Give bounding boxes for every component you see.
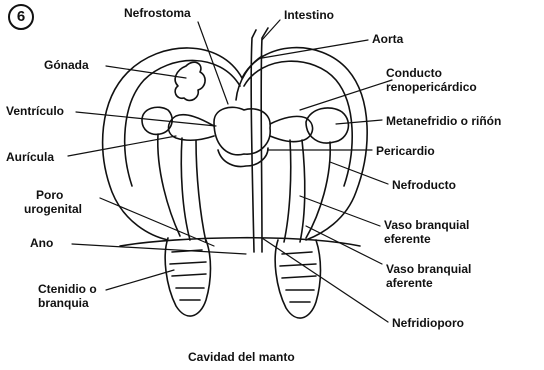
leader-conducto xyxy=(300,80,392,110)
gill-left-rib1 xyxy=(170,250,206,300)
label-nefroducto: Nefroducto xyxy=(392,178,456,192)
label-nefridioporo: Nefridioporo xyxy=(392,316,464,330)
label-vaso-eferente-1: Vaso branquial xyxy=(384,218,469,232)
vessel-right-b xyxy=(300,140,305,242)
label-cavidad-del-manto: Cavidad del manto xyxy=(188,350,295,364)
leader-nefridioporo xyxy=(262,238,388,322)
label-poro-1: Poro xyxy=(36,188,63,202)
label-intestino: Intestino xyxy=(284,8,334,22)
label-vaso-aferente-1: Vaso branquial xyxy=(386,262,471,276)
vessel-right-a xyxy=(284,140,291,242)
leader-poro xyxy=(100,198,214,246)
label-ano: Ano xyxy=(30,236,53,250)
nephroduct-left xyxy=(158,134,180,236)
leader-vaso-eferente xyxy=(300,196,380,226)
leader-metanefridio xyxy=(336,120,382,124)
label-aorta: Aorta xyxy=(372,32,403,46)
leader-ano xyxy=(72,244,246,254)
label-conducto-2: renopericárdico xyxy=(386,80,477,94)
label-pericardio: Pericardio xyxy=(376,144,435,158)
mantle-floor xyxy=(120,238,360,246)
leader-intestino xyxy=(262,20,280,40)
leader-aorta xyxy=(262,40,368,58)
label-gonada: Gónada xyxy=(44,58,89,72)
label-auricula: Aurícula xyxy=(6,150,54,164)
nephroduct-right xyxy=(306,142,330,238)
outer-outline xyxy=(103,48,242,240)
label-ctenidio-1: Ctenidio o xyxy=(38,282,97,296)
label-vaso-eferente-2: eferente xyxy=(384,232,431,246)
intestine xyxy=(251,28,268,252)
label-poro-2: urogenital xyxy=(24,202,82,216)
label-metanefridio: Metanefridio o riñón xyxy=(386,114,501,128)
gill-right-rib1 xyxy=(280,252,316,302)
label-vaso-aferente-2: aferente xyxy=(386,276,433,290)
label-ventriculo: Ventrículo xyxy=(6,104,64,118)
gonad-shape xyxy=(175,62,205,100)
label-ctenidio-2: branquia xyxy=(38,296,89,310)
label-nefrostoma: Nefrostoma xyxy=(124,6,191,20)
label-conducto-1: Conducto xyxy=(386,66,442,80)
figure-number-badge: 6 xyxy=(8,4,34,30)
vessel-left-b xyxy=(196,140,206,242)
leader-gonada xyxy=(106,66,186,78)
leader-nefroducto xyxy=(330,162,388,184)
leader-ventriculo xyxy=(76,112,216,126)
leader-nefrostoma xyxy=(198,22,228,104)
leader-auricula xyxy=(68,136,176,156)
leader-ctenidio xyxy=(106,270,174,290)
vessel-left-a xyxy=(181,138,190,240)
